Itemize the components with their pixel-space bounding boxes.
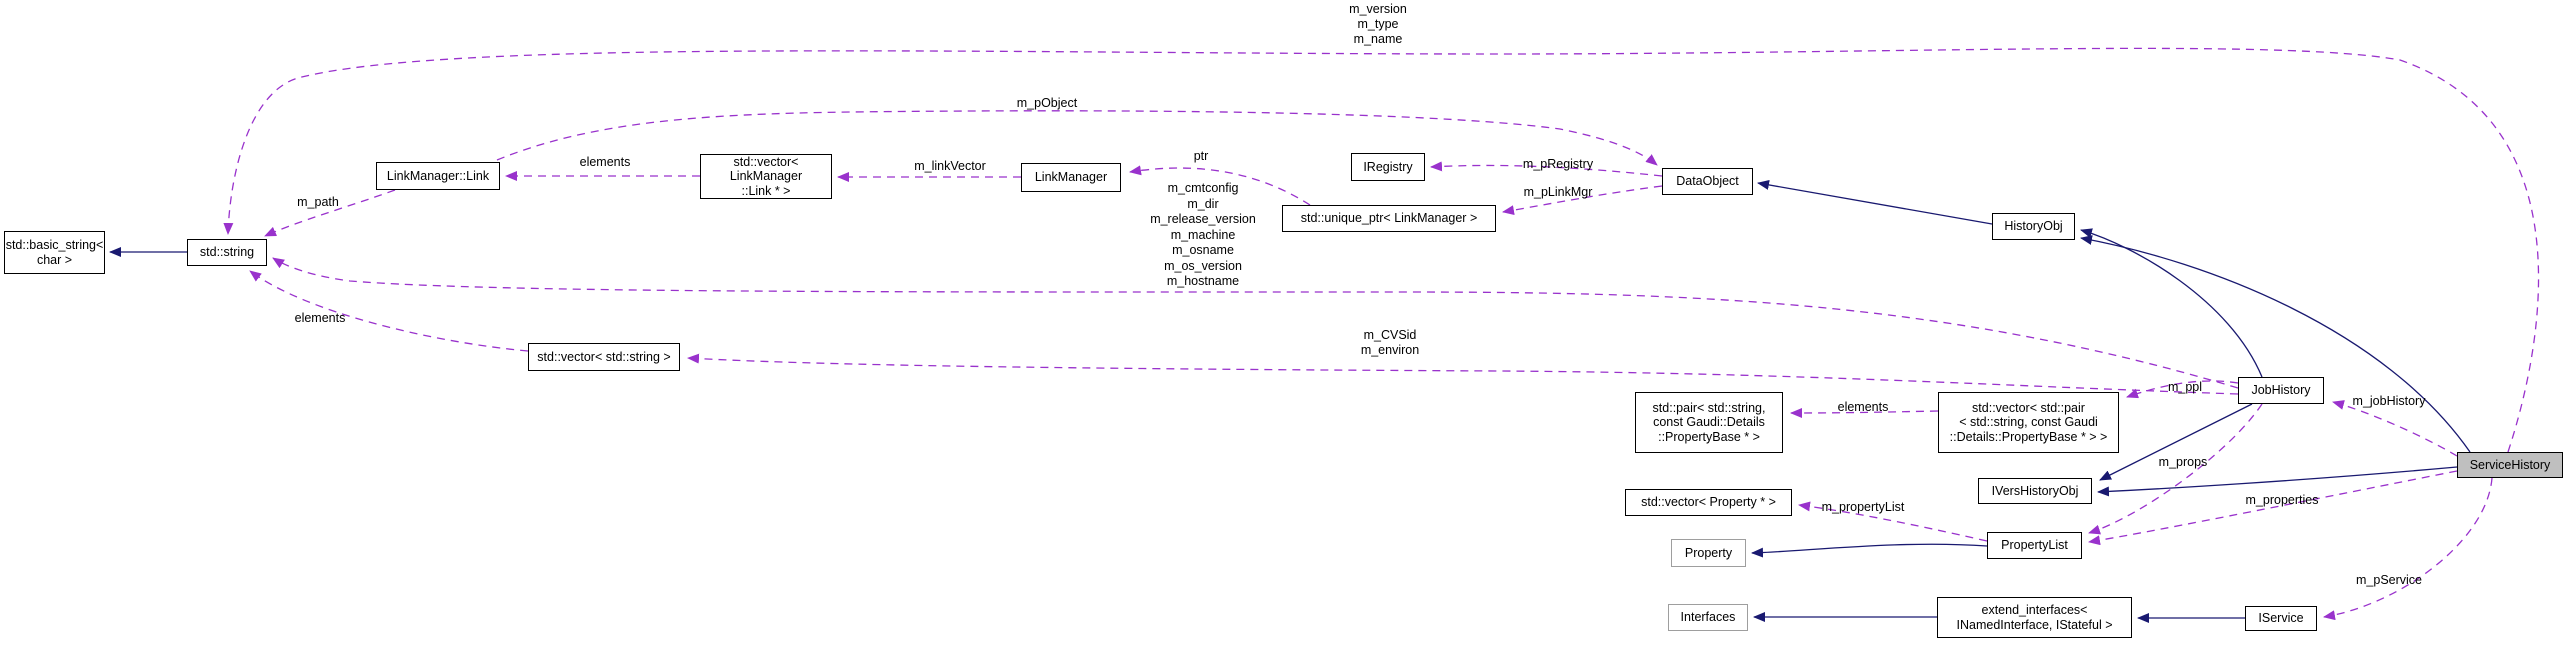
edge-env-group (272, 257, 2239, 389)
node-std-unique-ptr-linkmanager[interactable]: std::unique_ptr< LinkManager > (1282, 205, 1496, 232)
edge-historyobj-dataobject (1757, 179, 1993, 225)
edge-m-ppl (2126, 380, 2239, 399)
node-std-vector-pair-propertybase[interactable]: std::vector< std::pair < std::string, co… (1938, 392, 2119, 453)
edge-jobhistory-ivershistoryobj (2099, 403, 2253, 481)
edge-label-m-props: m_props (2158, 455, 2208, 469)
edge-m-pobject (496, 110, 1658, 166)
edge-label-elements-links: elements (579, 155, 631, 169)
node-std-basic-string[interactable]: std::basic_string< char > (4, 231, 105, 274)
edge-jobhistory-historyobj (2080, 228, 2263, 378)
edge-m-pregistry (1430, 161, 1663, 177)
node-std-string[interactable]: std::string (187, 239, 267, 266)
edge-m-plinkmgr (1502, 185, 1663, 216)
edge-label-m-propertylist: m_propertyList (1821, 500, 1905, 514)
edge-label-elements-pairs: elements (1837, 400, 1889, 414)
edge-label-m-pservice: m_pService (2356, 573, 2422, 587)
edge-m-jobhistory (2332, 400, 2458, 457)
node-extend-interfaces[interactable]: extend_interfaces< INamedInterface, ISta… (1937, 597, 2132, 638)
edge-label-version-type-name: m_version m_type m_name (1349, 2, 1407, 46)
edge-label-cvsid-environ: m_CVSid m_environ (1360, 328, 1420, 357)
edge-m-path (264, 189, 396, 237)
node-interfaces: Interfaces (1668, 604, 1748, 631)
edge-label-m-pobject: m_pObject (1016, 96, 1078, 110)
edge-label-env-group: m_cmtconfig m_dir m_release_version m_ma… (1150, 181, 1256, 288)
node-servicehistory: ServiceHistory (2457, 452, 2563, 478)
edge-m-properties (2088, 470, 2458, 546)
edge-servicehistory-ivershistoryobj (2097, 466, 2458, 497)
edge-label-m-path: m_path (297, 195, 339, 209)
node-std-vector-property[interactable]: std::vector< Property * > (1625, 489, 1792, 516)
node-historyobj[interactable]: HistoryObj (1992, 213, 2075, 240)
edge-label-m-pregistry: m_pRegistry (1522, 157, 1594, 171)
node-jobhistory[interactable]: JobHistory (2238, 377, 2324, 404)
node-iregistry[interactable]: IRegistry (1351, 153, 1425, 181)
edge-servicehistory-historyobj (2080, 235, 2471, 453)
node-std-vector-std-string[interactable]: std::vector< std::string > (528, 343, 680, 371)
node-std-pair-propertybase[interactable]: std::pair< std::string, const Gaudi::Det… (1635, 392, 1783, 453)
node-linkmanager-link[interactable]: LinkManager::Link (376, 162, 500, 190)
edge-elements-pairs (1790, 407, 1939, 418)
node-iservice[interactable]: IService (2245, 606, 2317, 631)
edge-label-elements-strings: elements (294, 311, 346, 325)
edge-label-m-jobhistory: m_jobHistory (2352, 394, 2426, 408)
edge-label-m-linkvector: m_linkVector (914, 159, 986, 173)
edge-label-m-plinkmgr: m_pLinkMgr (1523, 185, 1593, 199)
edge-cvsid-group (687, 353, 2239, 395)
edge-m-version (223, 47, 2540, 453)
edge-label-m-ppl: m_ppl (2167, 380, 2203, 394)
edge-label-m-properties: m_properties (2245, 493, 2319, 507)
edge-ptr (1129, 165, 1311, 206)
edge-m-pservice (2323, 477, 2493, 621)
node-dataobject[interactable]: DataObject (1662, 168, 1753, 195)
node-ivershistoryobj[interactable]: IVersHistoryObj (1978, 478, 2092, 504)
edge-elements-strings (249, 270, 529, 352)
edge-label-ptr: ptr (1193, 149, 1209, 163)
node-propertylist[interactable]: PropertyList (1987, 532, 2082, 559)
edge-propertylist-property (1751, 543, 1988, 558)
edge-m-propertylist (1798, 501, 1988, 542)
node-property: Property (1671, 539, 1746, 567)
node-linkmanager[interactable]: LinkManager (1021, 163, 1121, 192)
node-std-vector-linkmanager-link[interactable]: std::vector< LinkManager ::Link * > (700, 154, 832, 199)
